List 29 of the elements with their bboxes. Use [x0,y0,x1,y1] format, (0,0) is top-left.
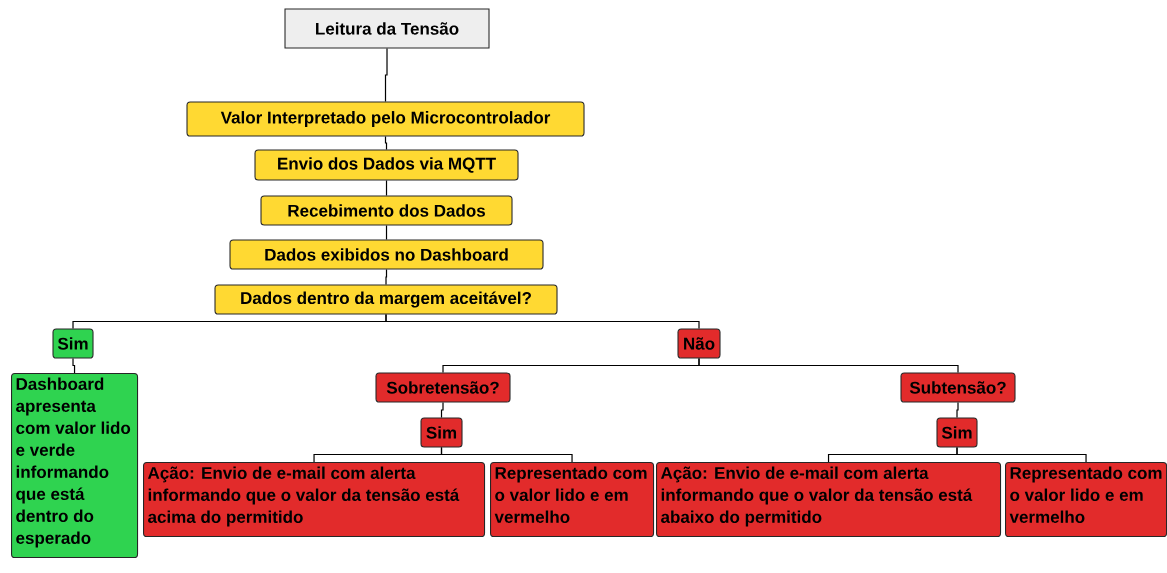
connector-line [385,268,388,286]
action-box: Ação: Envio de e-mail com alerta informando que o valor da tensão está abaixo do permitido [656,462,1002,538]
decision-box: Sobretensão? [375,372,511,403]
connector-line [72,357,76,374]
connector-line [956,401,959,419]
result-box: Representado com o valor lido e em vermelho [490,462,655,538]
connector-line [385,313,700,330]
connector-line [385,179,388,197]
process-box: Recebimento dos Dados [260,195,513,226]
connector-line [384,47,388,103]
start-box: Leitura da Tensão [284,8,490,49]
connector-line [385,224,388,241]
decision-box: Dados dentro da margem aceitável? [214,284,558,315]
decision-box: Subtensão? [900,372,1016,403]
answer-tag: Não [677,328,721,359]
connector-line [384,135,388,151]
connector-line [440,401,444,419]
answer-tag: Sim [936,417,978,448]
answer-tag: Sim [420,417,463,448]
process-box: Valor Interpretado pelo Microcontrolador [186,101,585,137]
connector-line [698,357,959,374]
process-box: Envio dos Dados via MQTT [254,149,519,181]
connector-line [956,446,1087,463]
action-box: Ação: Envio de e-mail com alerta informando que o valor da tensão está acima do permitido [143,462,486,538]
connector-line [440,446,573,463]
process-box: Dados exibidos no Dashboard [229,239,544,270]
result-box: Dashboard apresenta com valor lido e verde informando que está dentro do esperado [11,373,139,559]
result-box: Representado com o valor lido e em vermelho [1005,462,1167,538]
answer-tag: Sim [52,328,94,359]
